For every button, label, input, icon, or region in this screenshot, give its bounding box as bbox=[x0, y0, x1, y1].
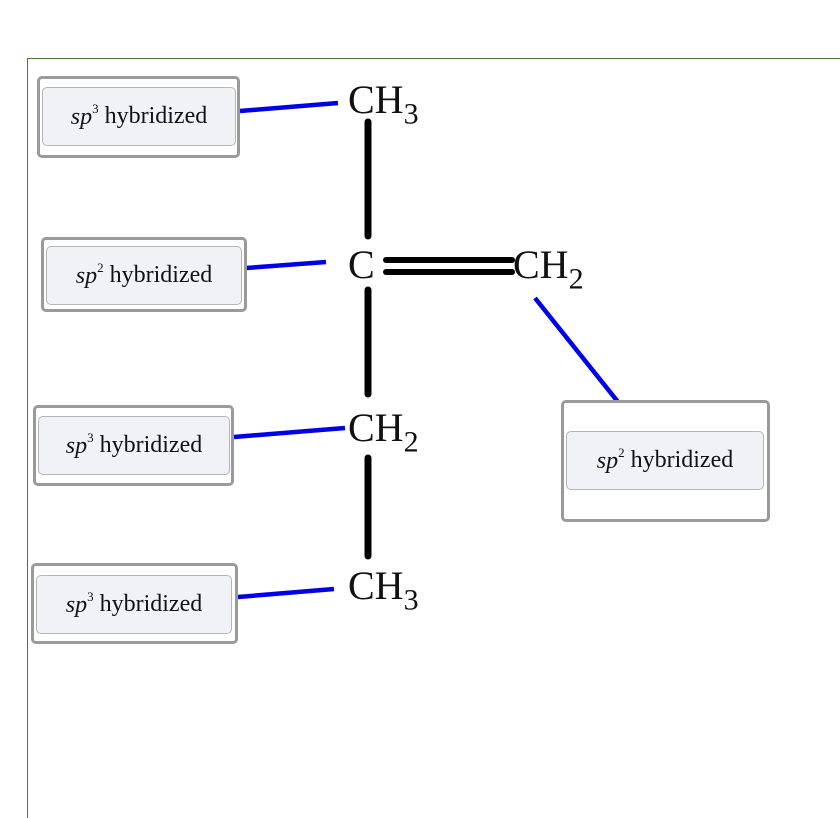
hybridized-text: hybridized bbox=[630, 447, 734, 473]
orbital-symbol: sp3 bbox=[65, 429, 94, 459]
orbital-symbol: sp3 bbox=[70, 100, 99, 130]
atom-symbol: C bbox=[348, 242, 375, 287]
hybridization-label-c3[interactable]: sp3 hybridized bbox=[38, 416, 230, 475]
hybridization-label-c1[interactable]: sp3 hybridized bbox=[42, 87, 236, 146]
atom-c3: CH2 bbox=[348, 405, 419, 458]
atom-symbol: CH bbox=[348, 77, 404, 122]
orbital-exponent: 3 bbox=[92, 100, 99, 116]
atom-subscript: 2 bbox=[403, 425, 419, 459]
hybridized-text: hybridized bbox=[109, 262, 213, 288]
orbital-symbol: sp3 bbox=[65, 588, 94, 618]
orbital-symbol: sp2 bbox=[75, 259, 104, 289]
leader-line-c1 bbox=[239, 100, 339, 114]
leader-line-c3 bbox=[233, 425, 346, 440]
leader-line-c4 bbox=[237, 586, 335, 600]
hybridized-text: hybridized bbox=[104, 103, 208, 129]
atom-symbol: CH bbox=[348, 563, 404, 608]
orbital-exponent: 2 bbox=[618, 444, 625, 460]
orbital-exponent: 3 bbox=[87, 588, 94, 604]
atom-symbol: CH bbox=[348, 405, 404, 450]
atom-c2: C bbox=[348, 245, 375, 285]
hybridization-label-c5[interactable]: sp2 hybridized bbox=[566, 431, 764, 490]
hybridized-text: hybridized bbox=[99, 591, 203, 617]
atom-symbol: CH bbox=[513, 242, 569, 287]
atom-c4: CH3 bbox=[348, 563, 419, 616]
hybridization-label-c4[interactable]: sp3 hybridized bbox=[36, 575, 232, 634]
orbital-exponent: 3 bbox=[87, 429, 94, 445]
orbital-exponent: 2 bbox=[97, 259, 104, 275]
orbital-symbol: sp2 bbox=[596, 444, 625, 474]
hybridization-label-c2[interactable]: sp2 hybridized bbox=[46, 246, 242, 305]
atom-subscript: 2 bbox=[568, 262, 584, 296]
atom-c5: CH2 bbox=[513, 242, 584, 295]
leader-line-c2 bbox=[245, 259, 327, 271]
atom-subscript: 3 bbox=[403, 97, 419, 131]
atom-c1: CH3 bbox=[348, 77, 419, 130]
hybridized-text: hybridized bbox=[99, 432, 203, 458]
atom-subscript: 3 bbox=[403, 583, 419, 617]
workspace-frame bbox=[27, 58, 840, 818]
